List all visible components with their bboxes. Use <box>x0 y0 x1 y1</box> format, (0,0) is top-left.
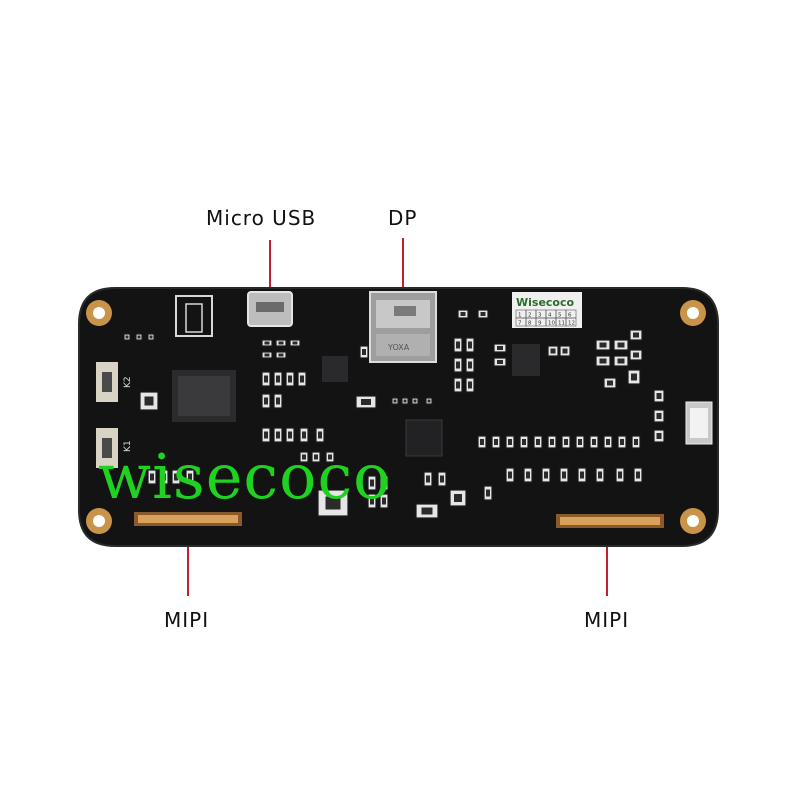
dp-label: DP <box>388 206 418 230</box>
logo-grid-number: 8 <box>528 321 532 327</box>
leader-dp <box>402 238 404 296</box>
micro-usb-connector <box>247 291 293 327</box>
mounting-hole-top-right <box>680 300 706 326</box>
mipi-connector-left <box>134 512 242 526</box>
antenna-outline <box>175 295 213 337</box>
mounting-hole-bottom-right <box>680 508 706 534</box>
logo-grid-number: 7 <box>518 321 522 327</box>
smd-components <box>123 309 665 519</box>
logo-grid-number: 9 <box>538 321 542 327</box>
button-k2 <box>96 362 118 402</box>
button-k1 <box>96 428 118 468</box>
logo-grid-number: 3 <box>538 313 542 319</box>
logo-grid-number: 2 <box>528 313 532 319</box>
mounting-hole-top-left <box>86 300 112 326</box>
mipi-connector-right <box>556 514 664 528</box>
power-ic <box>322 356 348 382</box>
leader-mipi-left <box>187 520 189 596</box>
logo-grid-number: 12 <box>568 321 575 327</box>
mipi-left-label: MIPI <box>164 608 210 632</box>
key-label-k1: K1 <box>123 440 133 452</box>
key-label-k2: K2 <box>123 376 133 388</box>
regulator-ic <box>512 344 540 376</box>
dp-chip-marking: YOXA <box>387 343 410 352</box>
micro-usb-label: Micro USB <box>206 206 317 230</box>
mcu-chip <box>172 370 236 422</box>
fpc-connector-right <box>685 401 713 445</box>
logo-grid-number: 6 <box>568 313 572 319</box>
watermark: wisecoco <box>98 440 392 513</box>
board-logo-text: Wisecoco <box>516 296 575 309</box>
logo-grid-number: 10 <box>548 321 555 327</box>
logo-grid-number: 4 <box>548 313 552 319</box>
mounting-hole-bottom-left <box>86 508 112 534</box>
logo-grid-number: 11 <box>558 321 565 327</box>
leader-micro-usb <box>269 240 271 296</box>
logo-grid-number: 5 <box>558 313 562 319</box>
main-ic <box>405 419 443 457</box>
leader-mipi-right <box>606 526 608 596</box>
dp-connector: YOXA <box>369 291 437 363</box>
mipi-right-label: MIPI <box>584 608 630 632</box>
logo-grid-number: 1 <box>518 313 522 319</box>
